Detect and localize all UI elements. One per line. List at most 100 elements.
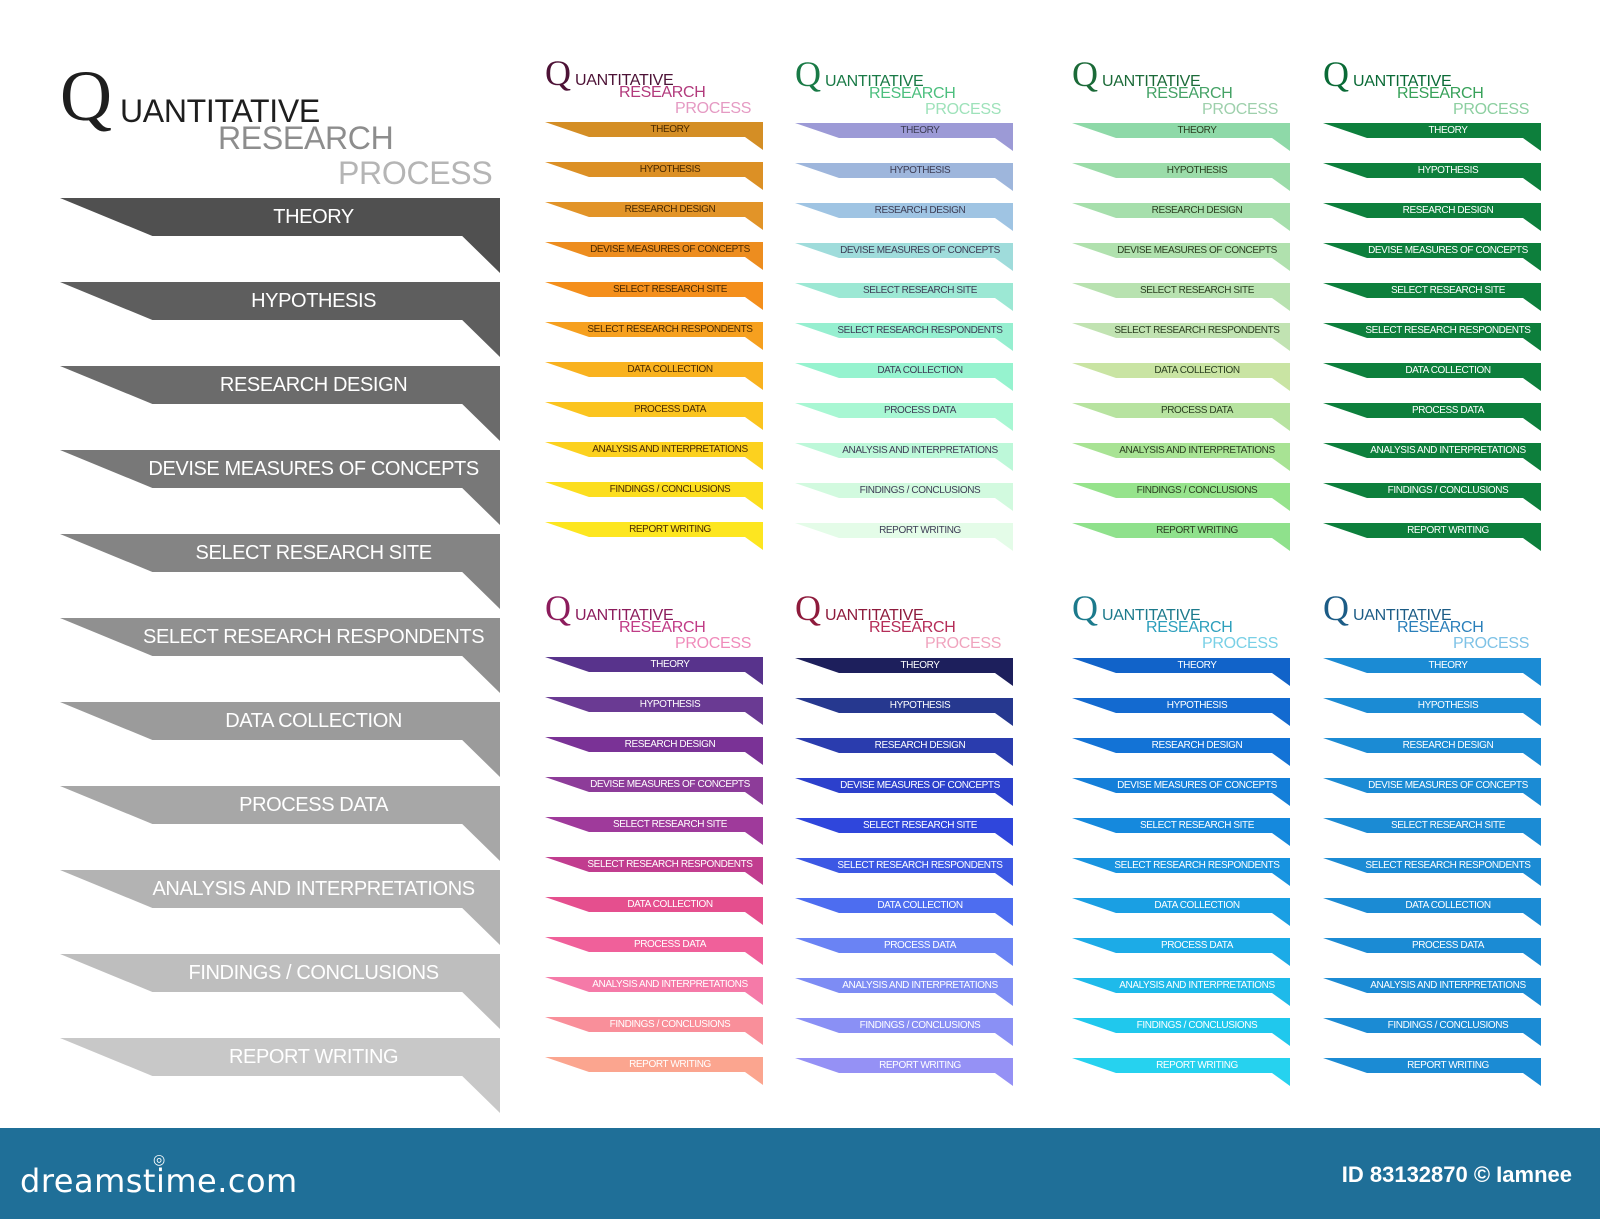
title-word-research: RESEARCH	[1146, 619, 1233, 636]
step-arrow-fill	[1323, 858, 1541, 886]
title-initial: Q	[1323, 588, 1349, 628]
title-word-process: PROCESS	[675, 100, 752, 117]
step-label: HYPOTHESIS	[251, 290, 377, 312]
step-label: THEORY	[1428, 124, 1468, 136]
title-initial: Q	[795, 588, 821, 628]
step-label: HYPOTHESIS	[1417, 164, 1479, 176]
process-step: PROCESS DATA	[1323, 938, 1541, 966]
step-arrow-shape	[60, 198, 500, 273]
step-label: SELECT RESEARCH RESPONDENTS	[837, 859, 1003, 871]
process-step: SELECT RESEARCH SITE	[545, 817, 763, 845]
step-arrow-shape	[1072, 483, 1290, 511]
step-label: THEORY	[900, 659, 940, 671]
step-arrow-fill	[795, 283, 1013, 311]
step-label: SELECT RESEARCH RESPONDENTS	[587, 858, 753, 870]
process-step: ANALYSIS AND INTERPRETATIONS	[60, 870, 500, 945]
step-label: PROCESS DATA	[883, 939, 957, 951]
process-step: THEORY	[1072, 123, 1290, 151]
step-arrow-fill	[795, 403, 1013, 431]
step-arrow-fill	[545, 657, 763, 685]
title-word-research: RESEARCH	[619, 84, 706, 101]
title-word-process: PROCESS	[1453, 635, 1530, 652]
step-label: DEVISE MEASURES OF CONCEPTS	[1117, 244, 1277, 256]
process-step: PROCESS DATA	[795, 403, 1013, 431]
footer-credit: ID 83132870 © Iamnee	[1341, 1162, 1572, 1187]
process-step: REPORT WRITING	[1323, 523, 1541, 551]
step-label: FINDINGS / CONCLUSIONS	[188, 962, 440, 984]
process-step: SELECT RESEARCH RESPONDENTS	[795, 323, 1013, 351]
step-label: DATA COLLECTION	[1405, 899, 1491, 911]
step-arrow-fill	[1072, 203, 1290, 231]
step-label: DEVISE MEASURES OF CONCEPTS	[840, 244, 1000, 256]
process-step: ANALYSIS AND INTERPRETATIONS	[795, 978, 1013, 1006]
process-step: PROCESS DATA	[1323, 403, 1541, 431]
process-step: RESEARCH DESIGN	[1072, 203, 1290, 231]
step-label: SELECT RESEARCH SITE	[195, 542, 433, 564]
process-step: RESEARCH DESIGN	[545, 202, 763, 230]
step-arrow-shape	[795, 163, 1013, 191]
process-step: DEVISE MEASURES OF CONCEPTS	[795, 243, 1013, 271]
process-step: DEVISE MEASURES OF CONCEPTS	[1323, 243, 1541, 271]
title-initial: Q	[60, 56, 112, 136]
step-label: DATA COLLECTION	[1154, 364, 1240, 376]
step-arrow-shape	[795, 323, 1013, 351]
step-label: PROCESS DATA	[1411, 404, 1485, 416]
step-arrow-fill	[1072, 363, 1290, 391]
step-arrow-shape	[795, 1018, 1013, 1046]
step-arrow-shape	[1323, 698, 1541, 726]
step-label: REPORT WRITING	[629, 523, 711, 535]
title-word-research: RESEARCH	[1397, 619, 1484, 636]
process-step: DEVISE MEASURES OF CONCEPTS	[1072, 243, 1290, 271]
process-step: FINDINGS / CONCLUSIONS	[1323, 1018, 1541, 1046]
step-label: SELECT RESEARCH SITE	[1139, 284, 1255, 296]
step-arrow-shape	[795, 658, 1013, 686]
process-step: FINDINGS / CONCLUSIONS	[1323, 483, 1541, 511]
step-arrow-shape	[795, 443, 1013, 471]
step-arrow-fill	[545, 777, 763, 805]
process-step: THEORY	[545, 657, 763, 685]
process-step: REPORT WRITING	[545, 522, 763, 550]
process-step: SELECT RESEARCH RESPONDENTS	[1072, 858, 1290, 886]
step-label: REPORT WRITING	[228, 1046, 399, 1068]
step-arrow-shape	[545, 857, 763, 885]
step-arrow-shape	[545, 937, 763, 965]
step-arrow-shape	[60, 282, 500, 357]
step-arrow-shape	[795, 203, 1013, 231]
step-arrow-fill	[795, 698, 1013, 726]
step-arrow-fill	[1323, 403, 1541, 431]
step-arrow-shape	[795, 738, 1013, 766]
step-arrow-fill	[1072, 523, 1290, 551]
step-label: PROCESS DATA	[1160, 939, 1234, 951]
step-label: SELECT RESEARCH RESPONDENTS	[837, 324, 1003, 336]
step-arrow-shape	[545, 482, 763, 510]
step-label: ANALYSIS AND INTERPRETATIONS	[1370, 444, 1526, 456]
step-label: DEVISE MEASURES OF CONCEPTS	[148, 458, 479, 480]
step-arrow-fill	[60, 198, 500, 273]
step-arrow-shape	[1323, 898, 1541, 926]
step-label: ANALYSIS AND INTERPRETATIONS	[592, 978, 748, 990]
process-step: SELECT RESEARCH SITE	[60, 534, 500, 609]
step-arrow-shape	[1072, 938, 1290, 966]
step-label: PROCESS DATA	[633, 403, 707, 415]
step-label: RESEARCH DESIGN	[1151, 204, 1243, 216]
title-word-process: PROCESS	[338, 155, 493, 191]
process-step: ANALYSIS AND INTERPRETATIONS	[1072, 978, 1290, 1006]
step-arrow-shape	[1323, 738, 1541, 766]
step-arrow-fill	[795, 363, 1013, 391]
step-arrow-shape	[1072, 898, 1290, 926]
step-arrow-shape	[795, 403, 1013, 431]
step-arrow-shape	[545, 737, 763, 765]
step-label: REPORT WRITING	[1407, 1059, 1489, 1071]
step-arrow-fill	[795, 978, 1013, 1006]
title-word-research: RESEARCH	[869, 85, 956, 102]
step-arrow-shape	[60, 786, 500, 861]
step-arrow-shape	[1323, 858, 1541, 886]
step-label: RESEARCH DESIGN	[1151, 739, 1243, 751]
step-label: HYPOTHESIS	[1166, 699, 1228, 711]
step-arrow-shape	[795, 818, 1013, 846]
process-step: SELECT RESEARCH SITE	[545, 282, 763, 310]
step-arrow-fill	[545, 977, 763, 1005]
